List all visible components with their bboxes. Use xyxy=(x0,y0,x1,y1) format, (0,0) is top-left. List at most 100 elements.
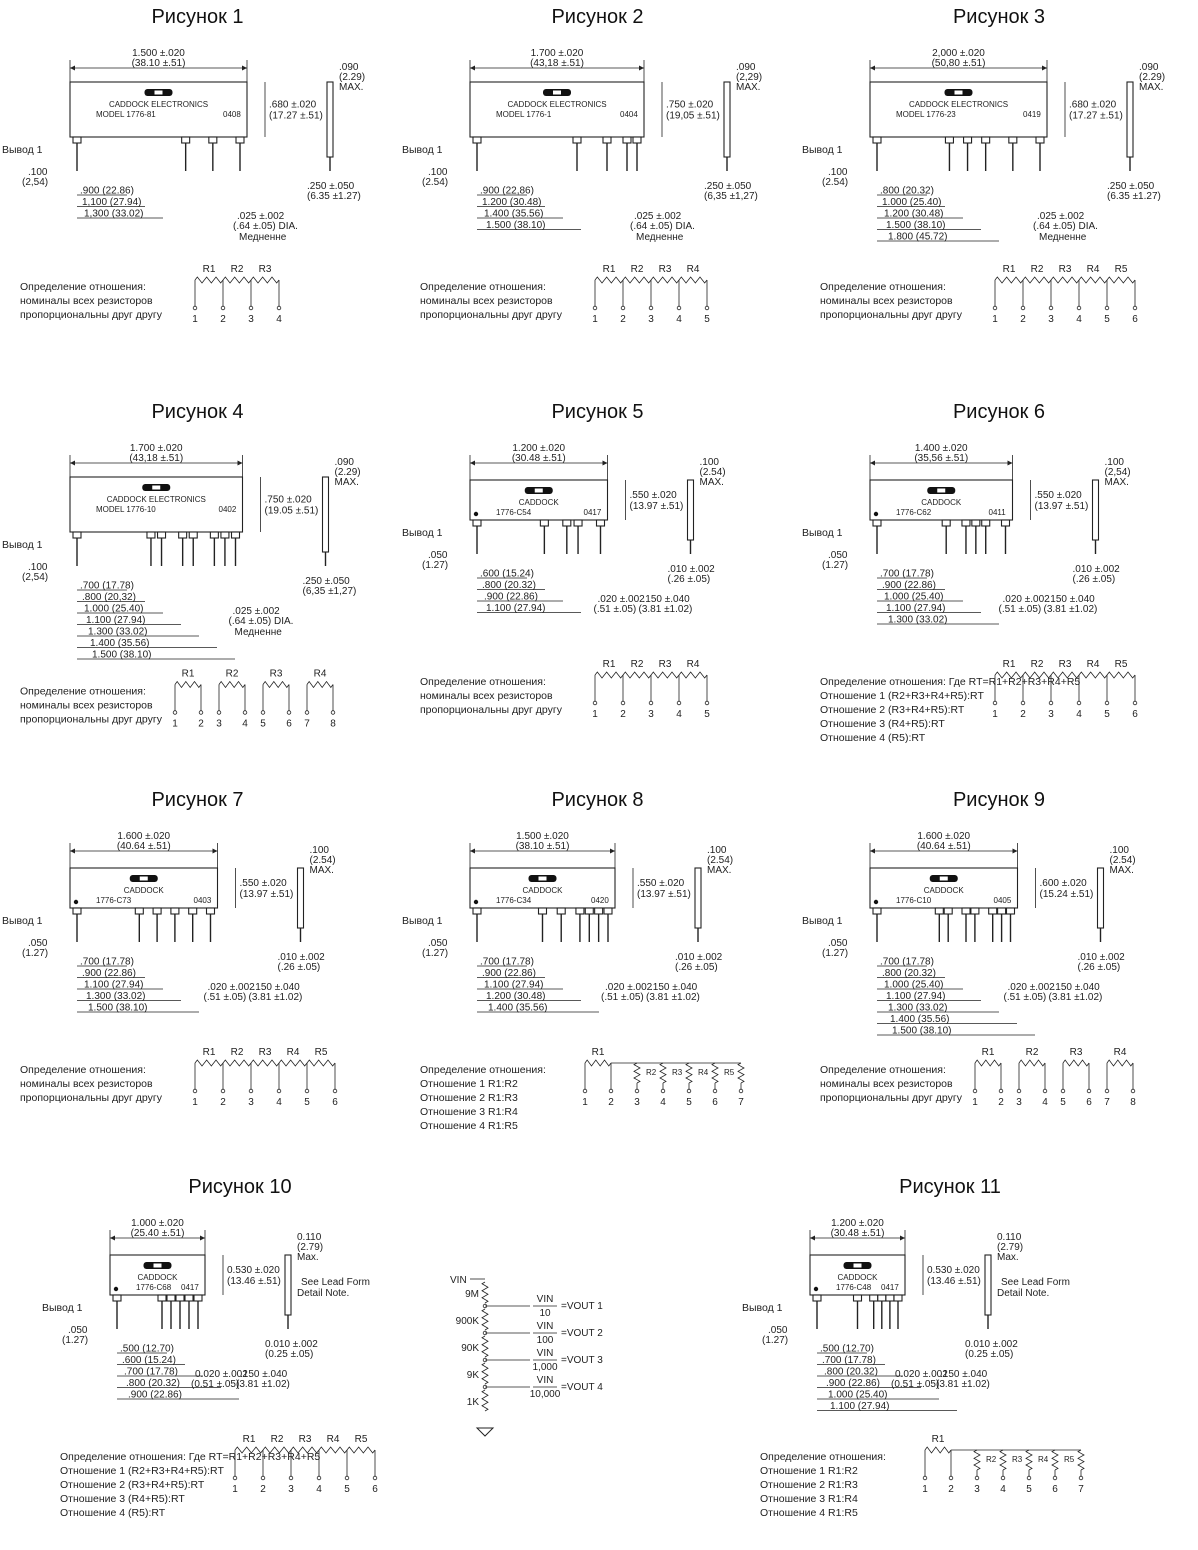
resistor-symbol xyxy=(1051,1449,1059,1471)
pin-dimension: 1.300 (33.02) xyxy=(86,991,146,1002)
length-dimension: 1.400 ±.020 xyxy=(915,443,968,454)
lead-diameter-mm: (.51 ±.05) xyxy=(594,604,637,615)
pin1-label: Вывод 1 xyxy=(2,539,43,551)
resistor-symbol xyxy=(973,1449,981,1471)
pin-dimension: .500 (12.70) xyxy=(820,1344,874,1355)
node-terminal xyxy=(582,1088,588,1094)
resistor-symbol xyxy=(974,1059,1002,1067)
node-number: 4 xyxy=(676,314,682,325)
node-terminal xyxy=(248,1088,254,1094)
node-number: 6 xyxy=(1086,1097,1092,1108)
resistor-symbol xyxy=(999,1449,1007,1471)
thickness-dimension: .090 xyxy=(335,457,355,468)
resistor-label: R2 xyxy=(631,659,644,670)
pin-standoff xyxy=(472,136,482,144)
pin-dimension: 1.400 (35.56) xyxy=(890,1014,950,1025)
node-number: 4 xyxy=(1076,709,1082,720)
lead-diameter: .025 ±.002 xyxy=(237,211,285,222)
resistor-symbol xyxy=(346,1446,376,1454)
pin-dimension: 1,300 (33.02) xyxy=(84,209,144,220)
resistor-label: R4 xyxy=(287,1047,300,1058)
pin-dimension: 1.100 (27.94) xyxy=(830,1401,890,1412)
pin-dimension: .800 (20.32) xyxy=(126,1378,180,1389)
fraction-numerator: VIN xyxy=(537,1375,554,1386)
length-dimension: 1.000 ±.020 xyxy=(131,1218,184,1229)
node-number: 4 xyxy=(676,709,682,720)
resistor-package xyxy=(469,479,609,521)
node-terminal xyxy=(592,305,598,311)
node-number: 4 xyxy=(242,719,248,730)
date-code: 0411 xyxy=(989,508,1007,517)
fraction-denominator: 100 xyxy=(537,1335,554,1346)
pin1-label: Вывод 1 xyxy=(802,144,843,156)
pitch-dimension-mm: (1.27) xyxy=(62,1335,88,1346)
caddock-logo-mark xyxy=(153,1263,162,1268)
caddock-logo-mark xyxy=(534,488,543,493)
pin-dimension: .700 (17.78) xyxy=(880,957,934,968)
node-terminal xyxy=(198,710,204,715)
pin-dimension: .900 (22.86) xyxy=(826,1378,880,1389)
lead-length-dimension-2: .150 ±.040 xyxy=(1053,982,1101,993)
caddock-logo-mark xyxy=(538,876,547,881)
resistor-label: R2 xyxy=(231,264,244,275)
node-number: 1 xyxy=(192,314,198,325)
pin-dimension: 1.000 (25.40) xyxy=(884,980,944,991)
lead-length-dimension-mm: (.26 ±.05) xyxy=(1078,962,1121,973)
pin-dimension: 1.000 (25.40) xyxy=(84,604,144,615)
pitch-dimension-mm: (2,54) xyxy=(22,177,48,188)
resistor-symbol xyxy=(994,671,1024,679)
lead-diameter: .025 ±.002 xyxy=(634,211,682,222)
node-number: 2 xyxy=(620,314,626,325)
resistor-symbol xyxy=(659,1062,667,1084)
pin-standoff xyxy=(112,1294,122,1302)
node-number: 4 xyxy=(1042,1097,1048,1108)
pin1-label: Вывод 1 xyxy=(2,144,43,156)
pitch-dimension: .050 xyxy=(768,1325,788,1336)
side-view xyxy=(694,867,702,929)
node-number: 2 xyxy=(620,709,626,720)
node-number: 1 xyxy=(992,709,998,720)
pin-standoff xyxy=(872,136,882,144)
pin-dimension: 1.500 (38.10) xyxy=(486,220,546,231)
length-dimension: 1.200 ±.020 xyxy=(512,443,565,454)
ratio-note-line: пропорциональны друг другу xyxy=(820,309,963,321)
ratio-note-line: Отношение 2 R1:R3 xyxy=(760,1479,858,1491)
thickness-max: MAX. xyxy=(736,82,760,93)
node-number: 3 xyxy=(288,1484,294,1495)
height-dimension-mm: (13.97 ±.51) xyxy=(637,889,691,900)
node-terminal xyxy=(608,1088,614,1094)
ratio-note-line: Определение отношения: xyxy=(760,1451,886,1463)
date-code: 0417 xyxy=(181,1283,199,1292)
height-dimension-mm: (17.27 ±.51) xyxy=(269,111,323,122)
node-number: 5 xyxy=(1026,1484,1032,1495)
node-number: 1 xyxy=(972,1097,978,1108)
pin-dimension: 1.300 (33.02) xyxy=(888,615,948,626)
divider-resistor xyxy=(481,1335,489,1358)
resistor-label: R4 xyxy=(1114,1047,1127,1058)
node-number: 2 xyxy=(948,1484,954,1495)
pitch-dimension-mm: (1.27) xyxy=(22,948,48,959)
pin-standoff xyxy=(997,907,1007,915)
divider-resistor-value: 90K xyxy=(461,1343,479,1354)
pin-dimension: .700 (17.78) xyxy=(80,957,134,968)
fraction-result: =VOUT 2 xyxy=(561,1328,603,1339)
ratio-note-line: номиналы всех резисторов xyxy=(820,1078,953,1090)
node-number: 5 xyxy=(704,314,710,325)
resistor-label: R2 xyxy=(646,1068,657,1077)
node-number: 3 xyxy=(248,314,254,325)
length-dimension-mm: (38.10 ±.51) xyxy=(516,841,570,852)
model-label: 1776-C68 xyxy=(136,1283,172,1292)
lead-form-note: See Lead Form xyxy=(301,1277,370,1288)
lead-length-dimension-mm: (.26 ±.05) xyxy=(278,962,321,973)
thickness-dimension: 0.110 xyxy=(297,1232,322,1243)
lead-finish: Медненне xyxy=(239,232,287,243)
node-number: 5 xyxy=(1060,1097,1066,1108)
pin-standoff xyxy=(1008,136,1018,144)
pin-standoff xyxy=(893,1294,903,1302)
pin-standoff xyxy=(230,531,241,539)
lead-length-dimension-2-mm: (3.81 ±1.02) xyxy=(236,1379,290,1390)
thickness-dimension: .100 xyxy=(707,845,727,856)
